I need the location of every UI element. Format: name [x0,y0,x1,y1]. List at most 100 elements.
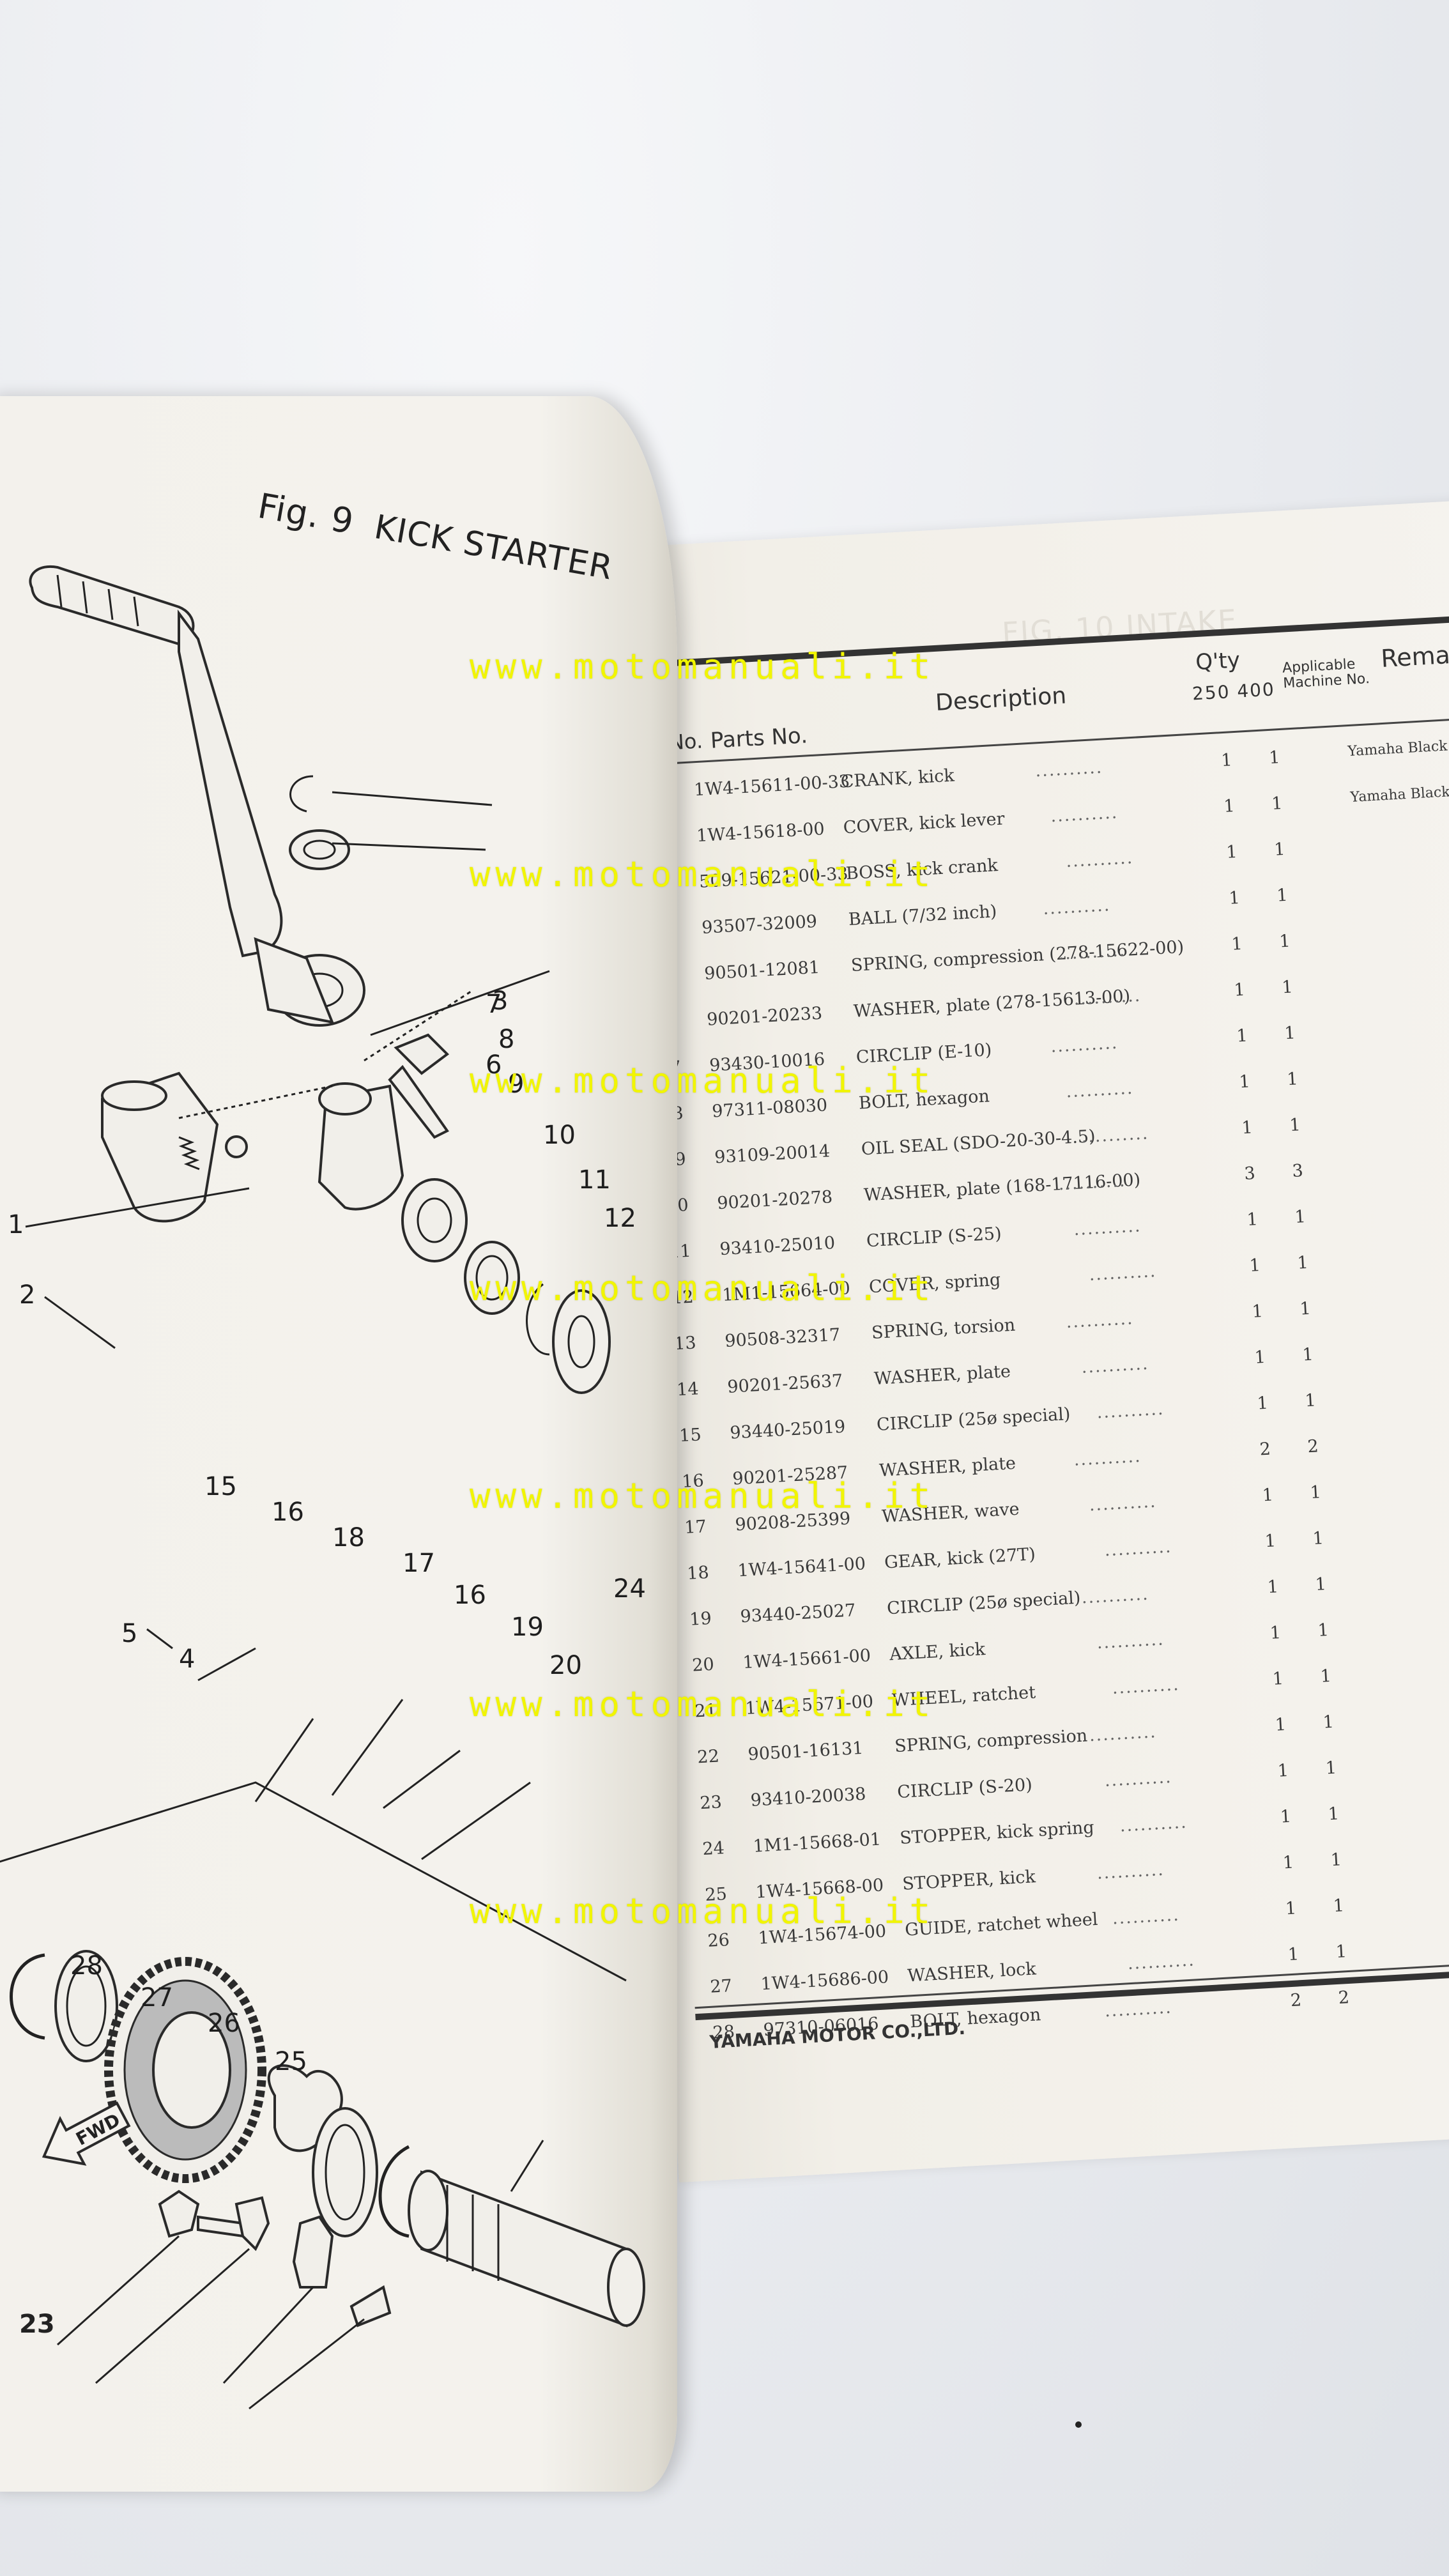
qty-400-cell: 2 [1337,1988,1350,2008]
callout-9: 9 [508,1070,524,1099]
ref-no-cell: 22 [696,1746,720,1768]
callout-27: 27 [141,1983,173,2012]
stopper-25-drawing [349,2285,392,2327]
leader-dots: .......... [1080,1123,1150,1147]
description-header: Description [935,682,1068,716]
qty-400-cell: 1 [1324,1758,1337,1779]
callout-16: 16 [272,1498,304,1527]
ref-no-cell: 20 [691,1654,715,1676]
qty-250-cell: 1 [1271,1668,1284,1689]
qty-400-cell: 1 [1289,1115,1301,1136]
kick-axle-20-drawing [408,2170,645,2327]
qty-250-cell: 1 [1241,1117,1254,1138]
qty-250-cell: 2 [1259,1439,1271,1460]
watermark-text: www.motomanuali.it [470,854,936,894]
ref-no-cell: 26 [707,1930,730,1951]
lock-washer-27-drawing [234,2196,270,2251]
callout-20: 20 [549,1651,582,1680]
qty-400-cell: 1 [1332,1896,1345,1917]
description-cell: GEAR, kick (27T) [884,1544,1036,1573]
parts-no-cell: 93440-25027 [739,1600,857,1627]
qty-400-cell: 1 [1312,1528,1324,1549]
circlip-7-drawing [289,775,314,813]
spring-5-drawing [178,1136,200,1170]
exploded-view-diagram: 1 2 3 4 5 6 7 8 9 10 11 12 15 16 17 16 1… [0,565,646,2410]
parts-no-cell: 1M1-15668-01 [752,1829,882,1857]
circlip-15-drawing [10,1953,45,2040]
callout-12: 12 [604,1204,636,1233]
leader-dots: .......... [1103,1537,1173,1561]
kick-gear-18-drawing [104,1957,266,2183]
callout-1: 1 [8,1210,24,1239]
applicable-header: Applicable Machine No. [1282,656,1370,692]
qty-400-cell: 1 [1294,1206,1307,1227]
leader-dots: .......... [1096,1629,1165,1653]
remarks-cell: Yamaha Black [1349,784,1449,806]
callout-8: 8 [498,1025,514,1054]
ref-no-cell: 27 [709,1975,733,1997]
qty-400-cell: 1 [1322,1712,1335,1733]
parts-no-cell: 1W4-15611-00-33 [693,771,850,801]
callout-17: 17 [402,1549,435,1578]
leader-dots: .......... [1050,1032,1119,1057]
washer-16-drawing [54,1950,118,2062]
leader-dots: .......... [1073,1446,1142,1470]
qty-250-cell: 1 [1256,1393,1269,1414]
parts-no-cell: 1W4-15661-00 [742,1645,871,1673]
description-cell: CIRCLIP (25ø special) [886,1588,1082,1619]
qty-400-cell: 1 [1301,1344,1314,1365]
callout-18: 18 [332,1523,365,1552]
leader-dots: .......... [1065,1308,1135,1333]
qty-250-cell: 1 [1238,1071,1251,1092]
qty-400-cell: 1 [1319,1666,1332,1687]
callout-5: 5 [121,1619,137,1648]
description-cell: STOPPER, kick [901,1867,1036,1894]
watermark-text: www.motomanuali.it [470,1268,936,1308]
callout-28: 28 [70,1951,103,1981]
qty-250-cell: 1 [1274,1714,1287,1735]
oil-seal-9-drawing [401,1178,468,1262]
description-cell: COVER, kick lever [843,809,1006,838]
leader-dots: .......... [1050,802,1119,827]
qty-400-cell: 1 [1335,1942,1347,1963]
qty-250-cell: 1 [1285,1898,1297,1919]
watermark-text: www.motomanuali.it [470,1684,936,1724]
leader-dots: .......... [1119,1812,1188,1836]
callout-19: 19 [511,1613,544,1642]
description-cell: CIRCLIP (S-20) [896,1775,1033,1802]
qty-400-cell: 1 [1276,885,1289,906]
leader-dots: .......... [1065,848,1134,871]
ref-no-cell: 23 [699,1792,723,1814]
callout-3: 3 [492,986,508,1016]
circlip-11-drawing [526,1283,550,1356]
qty-250-cell: 1 [1220,750,1233,771]
parts-no-cell: 93410-25010 [719,1233,836,1260]
qty-250-cell: 1 [1282,1852,1294,1873]
callout-16b: 16 [454,1581,486,1610]
qty-400-cell: 3 [1291,1161,1304,1181]
callout-10: 10 [543,1121,576,1150]
qty-250-cell: 1 [1251,1301,1264,1322]
qty-250-cell: 1 [1269,1623,1282,1644]
ball-4-drawing [225,1135,248,1158]
qty-250-cell: 1 [1279,1806,1292,1827]
qty-400-cell: 1 [1286,1069,1299,1090]
description-cell: SPRING, torsion [871,1315,1016,1344]
qty-400-cell: 2 [1307,1436,1319,1457]
qty-250-cell: 1 [1236,1025,1248,1046]
qty-400-cell: 1 [1284,1023,1296,1044]
callout-7: 7 [486,990,502,1019]
spring-cover-12-drawing [552,1289,611,1394]
description-cell: OIL SEAL (SDO-20-30-4.5) [861,1126,1096,1160]
qty-400-cell: 1 [1273,839,1286,860]
watermark-text: www.motomanuali.it [470,1891,936,1931]
callout-11: 11 [578,1165,611,1195]
callout-26: 26 [208,2009,240,2038]
page-number: 23 [19,2310,55,2339]
models-header: 250 400 [1192,678,1276,705]
parts-no-header: Parts No. [709,723,809,754]
qty-400-cell: 1 [1314,1574,1327,1595]
qty-400-cell: 1 [1327,1804,1340,1825]
parts-no-cell: 93109-20014 [714,1141,831,1168]
